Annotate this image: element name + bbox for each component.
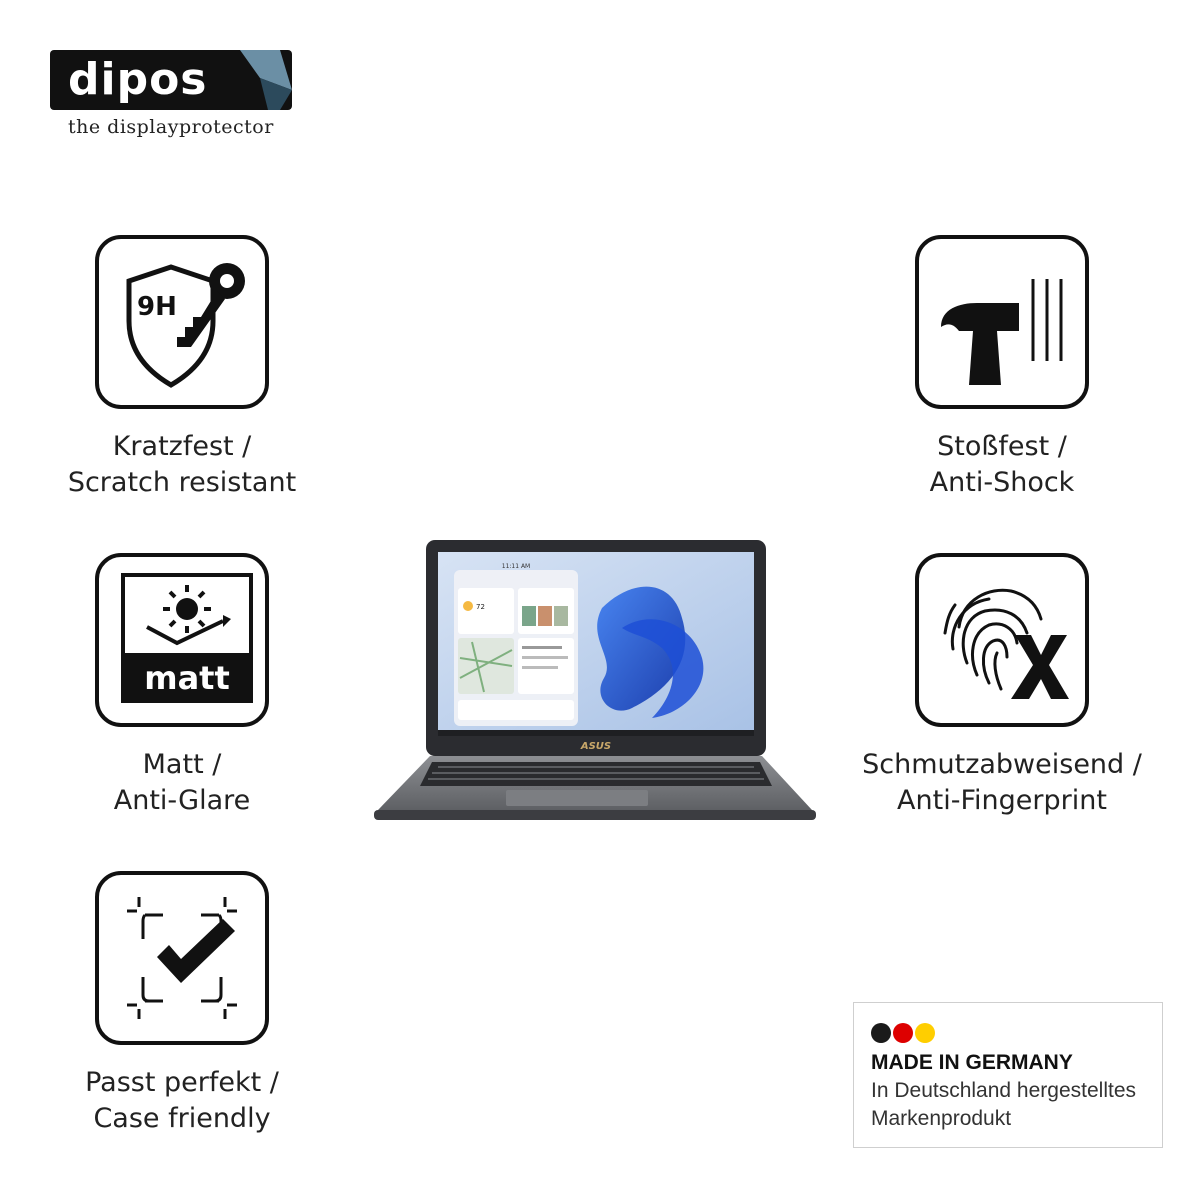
svg-text:matt: matt xyxy=(144,659,230,697)
feature-label: Matt / Anti-Glare xyxy=(32,747,332,819)
anti-fingerprint-icon xyxy=(915,553,1089,727)
svg-text:9H: 9H xyxy=(137,292,177,322)
badge-title: MADE IN GERMANY xyxy=(871,1051,1073,1074)
feature-case-friendly: Passt perfekt / Case friendly xyxy=(32,871,332,1137)
badge-line-1: In Deutschland hergestelltes xyxy=(871,1079,1136,1102)
matt-anti-glare-icon: matt xyxy=(95,553,269,727)
feature-label-line2: Scratch resistant xyxy=(67,467,297,498)
feature-label-line2: Case friendly xyxy=(93,1103,271,1134)
svg-text:72: 72 xyxy=(476,603,485,611)
feature-label: Kratzfest / Scratch resistant xyxy=(32,429,332,501)
feature-label-line2: Anti-Glare xyxy=(113,785,251,816)
feature-label-line2: Anti-Shock xyxy=(929,467,1075,498)
scratch-resistant-9h-icon: 9H xyxy=(95,235,269,409)
flag-dot-red xyxy=(893,1023,913,1043)
feature-label: Stoßfest / Anti-Shock xyxy=(852,429,1152,501)
feature-label: Schmutzabweisend / Anti-Fingerprint xyxy=(852,747,1152,819)
feature-label-line1: Passt perfekt / xyxy=(85,1067,279,1098)
laptop-product-image: 11:11 AM 72 ASUS xyxy=(372,538,818,828)
feature-label-line1: Stoßfest / xyxy=(937,431,1067,462)
badge-line-2: Markenprodukt xyxy=(871,1107,1012,1130)
feature-label: Passt perfekt / Case friendly xyxy=(32,1065,332,1137)
svg-text:11:11 AM: 11:11 AM xyxy=(502,563,530,570)
feature-label-line1: Matt / xyxy=(142,749,222,780)
shock-resistant-hammer-icon xyxy=(915,235,1089,409)
feature-scratch-resistant: 9H Kratzfest / Scratch resistant xyxy=(32,235,332,501)
feature-anti-glare: matt Matt / Anti-Glare xyxy=(32,553,332,819)
svg-text:ASUS: ASUS xyxy=(580,741,611,752)
made-in-germany-badge: MADE IN GERMANY In Deutschland hergestel… xyxy=(853,1002,1163,1148)
case-friendly-check-icon xyxy=(95,871,269,1045)
logo-fold-icon xyxy=(240,50,292,110)
logo-tagline: the displayprotector xyxy=(68,116,274,138)
feature-anti-fingerprint: Schmutzabweisend / Anti-Fingerprint xyxy=(852,553,1152,819)
feature-label-line1: Schmutzabweisend / xyxy=(862,749,1142,780)
german-flag-dots-icon xyxy=(871,1023,937,1047)
feature-label-line1: Kratzfest / xyxy=(112,431,252,462)
logo-wordmark: dipos xyxy=(68,54,208,105)
flag-dot-gold xyxy=(915,1023,935,1043)
feature-label-line2: Anti-Fingerprint xyxy=(897,785,1107,816)
flag-dot-black xyxy=(871,1023,891,1043)
feature-anti-shock: Stoßfest / Anti-Shock xyxy=(852,235,1152,501)
dipos-logo: dipos the displayprotector xyxy=(50,50,295,145)
